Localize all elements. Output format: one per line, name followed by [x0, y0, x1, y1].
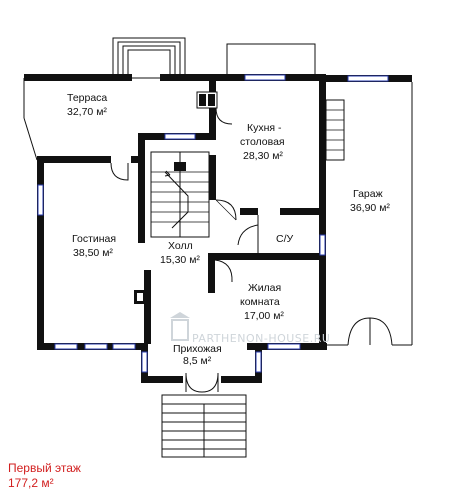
door-terrace-living: [110, 162, 129, 181]
garage-outline: [326, 82, 413, 346]
room-bedroom-area: 17,00 м²: [244, 310, 284, 322]
room-garage-name: Гараж: [353, 188, 383, 200]
watermark: PARTHENON-HOUSE.RU: [170, 312, 330, 345]
door-bedroom: [214, 259, 233, 283]
garage-steps: [325, 99, 345, 161]
garage-door-left: [347, 317, 371, 346]
room-kitchen-name-2: столовая: [240, 136, 285, 148]
entry-door: [183, 372, 221, 393]
room-garage-area: 36,90 м²: [350, 202, 390, 214]
room-kitchen-name-1: Кухня -: [247, 122, 282, 134]
terrace-steps: [112, 37, 186, 79]
floor-caption: Первый этаж 177,2 м²: [8, 461, 81, 491]
terrace-outline: [23, 78, 38, 161]
floor-total-area: 177,2 м²: [8, 476, 54, 490]
room-bath-name: С/У: [276, 233, 294, 245]
room-bedroom-name-1: Жилая: [248, 282, 281, 294]
wall-terrace-living: [37, 156, 111, 163]
staircase: [150, 151, 210, 238]
room-terrace-name: Терраса: [67, 92, 107, 104]
room-terrace-area: 32,70 м²: [67, 106, 107, 118]
room-entry-area: 8,5 м²: [183, 355, 212, 367]
room-entry-name: Прихожая: [173, 343, 222, 355]
room-hall-name: Холл: [168, 240, 193, 252]
room-living-name: Гостиная: [72, 233, 116, 245]
windows: [37, 74, 389, 373]
floor-name: Первый этаж: [8, 461, 81, 475]
room-living-area: 38,50 м²: [73, 247, 113, 259]
garage-door-right: [369, 317, 393, 346]
watermark-text: PARTHENON-HOUSE.RU: [192, 332, 330, 345]
room-hall-area: 15,30 м²: [160, 254, 200, 266]
room-kitchen-area: 28,30 м²: [243, 150, 283, 162]
bathroom: [237, 208, 280, 253]
door-terrace-kitchen: [215, 107, 233, 125]
door-kitchen-hall: [215, 199, 237, 221]
fireplace: [134, 290, 146, 304]
room-bedroom-name-2: комната: [240, 296, 280, 308]
entry-steps: [161, 394, 247, 458]
